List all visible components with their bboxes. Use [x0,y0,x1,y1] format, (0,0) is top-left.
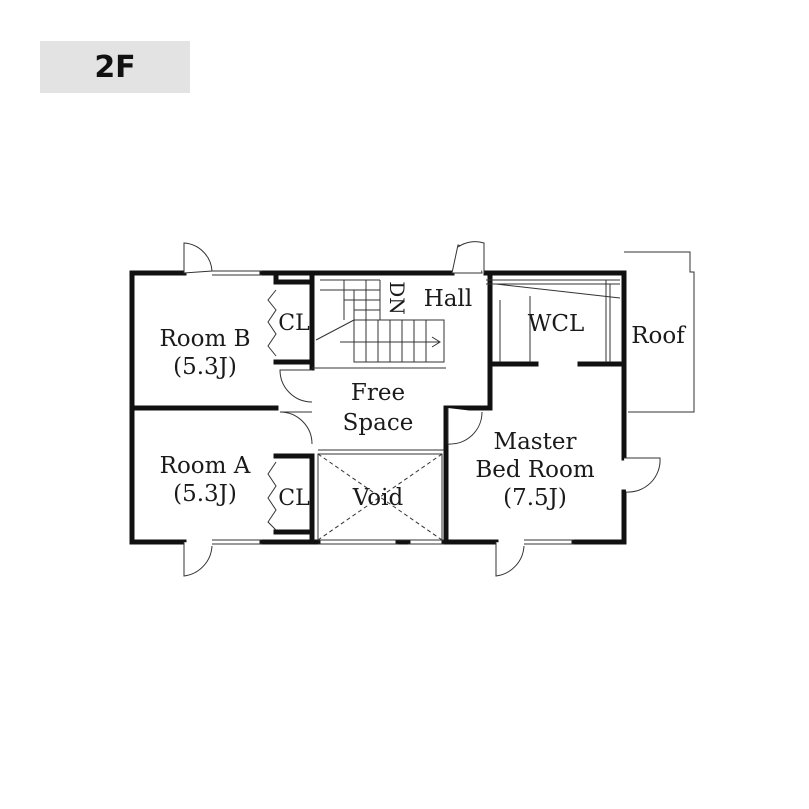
floor-label: 2F [94,49,136,85]
wcl-label: WCL [528,311,585,337]
stair [315,279,445,363]
roof-label: Roof [631,323,686,349]
void-label: Void [352,485,404,511]
room-b-label: Room B [159,326,250,352]
hall-label: Hall [424,286,472,312]
closet-upper-label: CL [278,311,310,336]
room-a-label: Room A [160,453,251,479]
master-size: (7.5J) [503,485,567,511]
floor-badge: 2F [40,41,190,93]
room-a-size: (5.3J) [173,481,237,507]
room-b-size: (5.3J) [173,354,237,380]
doors [183,241,661,577]
stair-dn-label: DN [385,281,409,315]
walls [129,270,627,545]
roof-area [624,251,695,413]
closet-lower-label: CL [278,486,310,511]
thin-lines [212,270,621,545]
free-space-label-1: Free [351,380,405,406]
master-label-2: Bed Room [475,457,595,483]
free-space-label-2: Space [343,410,414,436]
master-label-1: Master [494,429,577,455]
